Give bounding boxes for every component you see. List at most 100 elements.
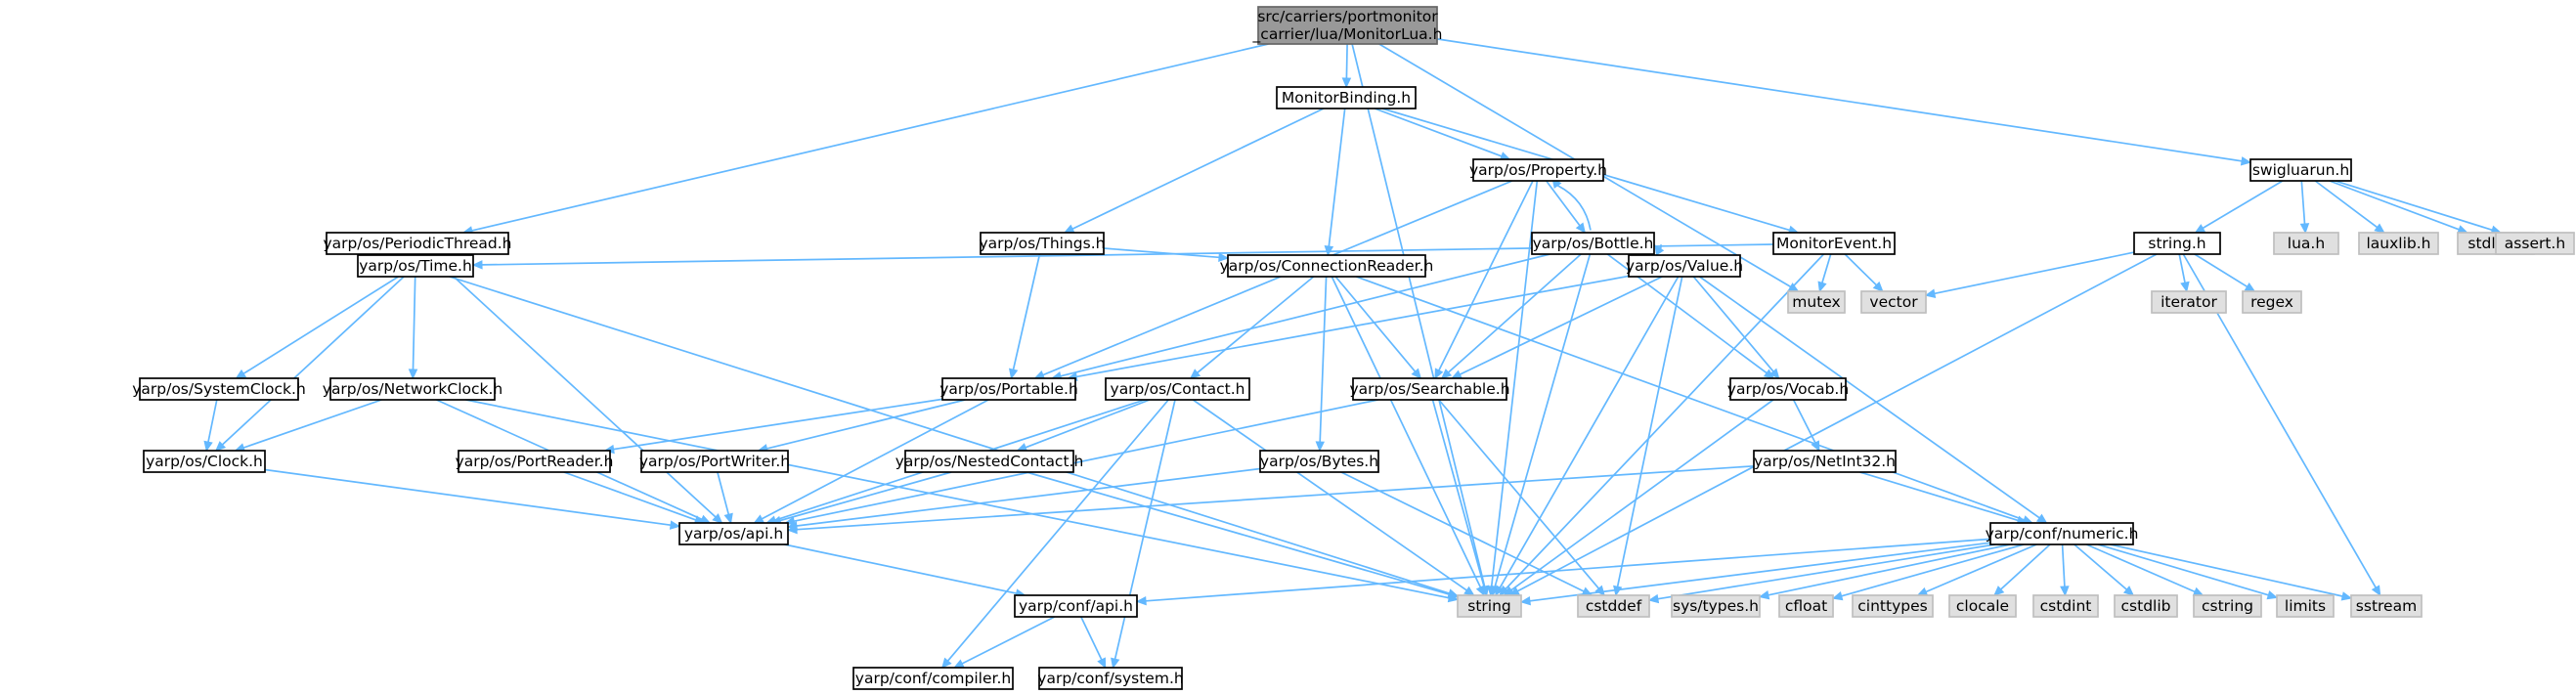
nodes-layer: src/carriers/portmonitor_carrier/lua/Mon… xyxy=(132,6,2575,690)
node-compiler[interactable]: yarp/conf/compiler.h xyxy=(852,667,1014,690)
node-stringh[interactable]: string.h xyxy=(2133,232,2221,255)
node-osapi[interactable]: yarp/os/api.h xyxy=(678,522,789,545)
edge-portwriter-to-osapi xyxy=(717,471,730,515)
node-label-bytes: yarp/os/Bytes.h xyxy=(1260,453,1378,470)
node-swigluarun[interactable]: swigluarun.h xyxy=(2249,158,2352,182)
edge-arrowhead-vocab-to-netint32 xyxy=(1811,440,1820,453)
edge-value-to-portable xyxy=(1076,275,1630,378)
edge-things-to-connectionreader xyxy=(1103,247,1220,259)
edge-contact-to-compiler xyxy=(946,399,1169,662)
edge-value-to-numeric xyxy=(1699,276,2040,519)
node-clock[interactable]: yarp/os/Clock.h xyxy=(143,450,266,473)
node-portwriter[interactable]: yarp/os/PortWriter.h xyxy=(639,450,790,473)
edge-swigluarun-to-asserth xyxy=(2335,180,2493,232)
node-label-limits: limits xyxy=(2285,597,2326,615)
node-things[interactable]: yarp/os/Things.h xyxy=(980,232,1106,255)
node-bottle[interactable]: yarp/os/Bottle.h xyxy=(1531,232,1655,255)
edge-numeric-to-cstring xyxy=(2085,543,2196,593)
node-cstddef: cstddef xyxy=(1577,594,1650,618)
node-box-things xyxy=(980,232,1105,255)
edge-connectionreader-to-contact xyxy=(1197,276,1315,373)
node-numeric[interactable]: yarp/conf/numeric.h xyxy=(1986,522,2139,545)
node-connectionreader[interactable]: yarp/os/ConnectionReader.h xyxy=(1220,254,1434,278)
edge-root-to-periodicthread xyxy=(471,43,1269,232)
edge-stringh-to-string xyxy=(1516,253,2158,592)
node-monitorbinding[interactable]: MonitorBinding.h xyxy=(1276,86,1417,109)
edge-arrowhead-numeric-to-cstddef xyxy=(1647,593,1660,604)
node-label-nestedcontact: yarp/os/NestedContact.h xyxy=(895,453,1084,470)
edge-property-to-string xyxy=(1490,180,1539,587)
edge-arrowhead-root-to-swigluarun xyxy=(2240,156,2252,166)
node-box-cinttypes xyxy=(1852,594,1934,618)
node-box-systemclock xyxy=(139,377,299,401)
node-label-contact: yarp/os/Contact.h xyxy=(1111,380,1245,398)
node-periodicthread[interactable]: yarp/os/PeriodicThread.h xyxy=(324,232,512,255)
node-vocab[interactable]: yarp/os/Vocab.h xyxy=(1727,377,1849,401)
edge-arrowhead-confapi-to-compiler xyxy=(953,659,965,669)
node-label-monitorevent: MonitorEvent.h xyxy=(1776,235,1892,252)
node-portreader[interactable]: yarp/os/PortReader.h xyxy=(456,450,614,473)
node-label-vector: vector xyxy=(1869,293,1918,311)
node-value[interactable]: yarp/os/Value.h xyxy=(1626,254,1743,278)
node-root[interactable]: src/carriers/portmonitor_carrier/lua/Mon… xyxy=(1252,6,1443,45)
edge-arrowhead-numeric-to-confapi xyxy=(1135,596,1147,606)
node-label-netint32: yarp/os/NetInt32.h xyxy=(1754,453,1896,470)
edge-numeric-to-sstream xyxy=(2110,543,2343,597)
node-label-compiler: yarp/conf/compiler.h xyxy=(855,670,1011,687)
node-box-compiler xyxy=(852,667,1014,690)
node-searchable[interactable]: yarp/os/Searchable.h xyxy=(1349,377,1510,401)
node-box-connectionreader xyxy=(1227,254,1426,278)
edge-arrowhead-searchable-to-string xyxy=(1479,585,1489,597)
node-confapi[interactable]: yarp/conf/api.h xyxy=(1014,594,1138,618)
edge-portable-to-portreader xyxy=(613,398,943,451)
edge-arrowhead-numeric-to-cstring xyxy=(2192,586,2205,596)
node-label-time: yarp/os/Time.h xyxy=(359,257,472,275)
edge-property-to-searchable xyxy=(1438,180,1534,371)
edge-networkclock-to-clock xyxy=(242,399,382,449)
node-nestedcontact[interactable]: yarp/os/NestedContact.h xyxy=(895,450,1084,473)
edge-numeric-to-cstdlib xyxy=(2074,543,2127,590)
node-label-swigluarun: swigluarun.h xyxy=(2252,161,2349,179)
edge-systemclock-to-clock xyxy=(207,399,218,443)
node-monitorevent[interactable]: MonitorEvent.h xyxy=(1772,232,1896,255)
edge-numeric-to-cinttypes xyxy=(1925,543,2037,593)
edge-netint32-to-osapi xyxy=(796,464,1755,531)
edge-periodicthread-to-osapi xyxy=(428,253,717,518)
edge-arrowhead-monitorevent-to-vector xyxy=(1872,281,1884,292)
edge-arrowhead-things-to-connectionreader xyxy=(1218,252,1230,263)
node-clocale: clocale xyxy=(1948,594,2017,618)
edge-time-to-networkclock xyxy=(412,276,416,370)
node-label-monitorbinding: MonitorBinding.h xyxy=(1282,89,1411,107)
edge-things-to-portable xyxy=(1012,253,1041,370)
edge-connectionreader-to-bytes xyxy=(1319,276,1328,443)
node-networkclock[interactable]: yarp/os/NetworkClock.h xyxy=(323,377,502,401)
edge-property-to-portable xyxy=(1042,180,1513,376)
node-box-clocale xyxy=(1948,594,2017,618)
node-property[interactable]: yarp/os/Property.h xyxy=(1469,158,1607,182)
edge-arrowhead-systemclock-to-clock xyxy=(203,440,213,453)
edge-searchable-to-osapi xyxy=(794,399,1378,523)
node-box-swigluarun xyxy=(2249,158,2352,182)
node-box-lauxlib xyxy=(2358,232,2439,255)
edge-bottle-to-searchable xyxy=(1447,253,1582,373)
node-bytes[interactable]: yarp/os/Bytes.h xyxy=(1259,450,1379,473)
edge-time-to-string xyxy=(449,276,1450,594)
node-label-mutex: mutex xyxy=(1792,293,1840,311)
node-system[interactable]: yarp/conf/system.h xyxy=(1037,667,1184,690)
node-label-cfloat: cfloat xyxy=(1785,597,1827,615)
edge-root-to-swigluarun xyxy=(1436,38,2243,162)
edge-bottle-to-portable xyxy=(1060,253,1550,377)
node-time[interactable]: yarp/os/Time.h xyxy=(357,254,474,278)
edge-swigluarun-to-luah xyxy=(2300,180,2306,225)
node-label-numeric: yarp/conf/numeric.h xyxy=(1986,525,2139,543)
edge-arrowhead-contact-to-compiler xyxy=(941,657,952,669)
node-box-searchable xyxy=(1352,377,1507,401)
node-box-periodicthread xyxy=(326,232,509,255)
node-contact[interactable]: yarp/os/Contact.h xyxy=(1105,377,1250,401)
node-systemclock[interactable]: yarp/os/SystemClock.h xyxy=(132,377,306,401)
node-netint32[interactable]: yarp/os/NetInt32.h xyxy=(1753,450,1897,473)
edge-clock-to-osapi xyxy=(264,468,672,527)
edge-numeric-to-string xyxy=(1529,542,1991,602)
edge-arrowhead-value-to-bottle xyxy=(1654,243,1665,256)
node-portable[interactable]: yarp/os/Portable.h xyxy=(939,377,1078,401)
